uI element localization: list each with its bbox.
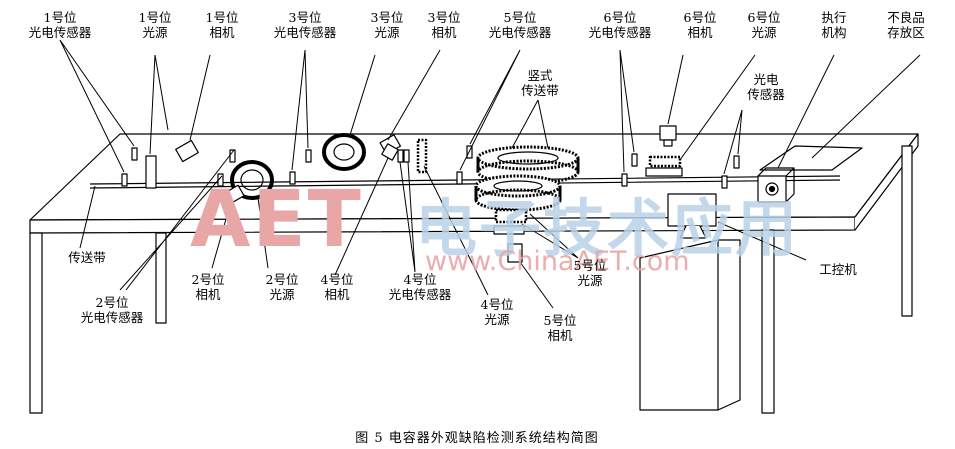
camera-1: [175, 139, 199, 163]
label-sensor-4: 4号位光电传感器: [388, 272, 452, 302]
camera-6: [659, 125, 677, 141]
table-leg-front-left: [29, 232, 43, 414]
label-camera-3: 3号位相机: [427, 10, 461, 40]
label-ipc: 工控机: [819, 262, 857, 277]
label-reject-area: 不良品存放区: [887, 10, 925, 40]
conveyor-belt: [89, 175, 841, 189]
camera-2: [225, 184, 245, 204]
reject-area: [759, 145, 863, 171]
table-leg-back-right: [901, 145, 913, 317]
table-leg-front-right: [761, 229, 775, 414]
ipc-monitor: [667, 193, 717, 227]
table-front-edge: [29, 216, 856, 234]
label-light-3: 3号位光源: [370, 10, 404, 40]
label-sensor-1: 1号位光电传感器: [28, 10, 92, 40]
light-source-6: [648, 155, 682, 168]
actuator: [757, 167, 795, 203]
light-source-4: [416, 138, 428, 174]
label-conveyor: 传送带: [68, 250, 106, 265]
label-camera-5: 5号位相机: [543, 313, 577, 343]
light-source-3: [322, 133, 366, 171]
label-light-4: 4号位光源: [480, 297, 514, 327]
label-camera-4: 4号位相机: [320, 272, 354, 302]
leader-lines: [59, 39, 921, 309]
label-actuator: 执行机构: [821, 10, 847, 40]
ipc-cabinet: [639, 239, 741, 411]
photo-sensors: [121, 145, 740, 189]
label-sensor-6: 6号位光电传感器: [588, 10, 652, 40]
light-source-2: [230, 160, 274, 200]
label-camera-2: 2号位相机: [191, 272, 225, 302]
label-photo-sensor: 光电传感器: [747, 72, 785, 102]
vertical-conveyor: [474, 145, 580, 235]
label-light-1: 1号位光源: [138, 10, 172, 40]
label-light-6: 6号位光源: [747, 10, 781, 40]
camera-5: [507, 243, 523, 263]
label-sensor-3: 3号位光电传感器: [273, 10, 337, 40]
label-sensor-5: 5号位光电传感器: [488, 10, 552, 40]
figure-caption: 图 5 电容器外观缺陷检测系统结构简图: [355, 431, 599, 446]
label-light-2: 2号位光源: [265, 272, 299, 302]
camera-4: [381, 143, 399, 161]
label-camera-6: 6号位相机: [683, 10, 717, 40]
label-vertical-conveyor: 竖式传送带: [521, 68, 559, 98]
label-light-5: 5号位光源: [573, 258, 607, 288]
label-camera-1: 1号位相机: [205, 10, 239, 40]
table-leg-back-left: [155, 232, 167, 324]
light-source-1: [145, 155, 157, 189]
label-sensor-2: 2号位光电传感器: [80, 295, 144, 325]
